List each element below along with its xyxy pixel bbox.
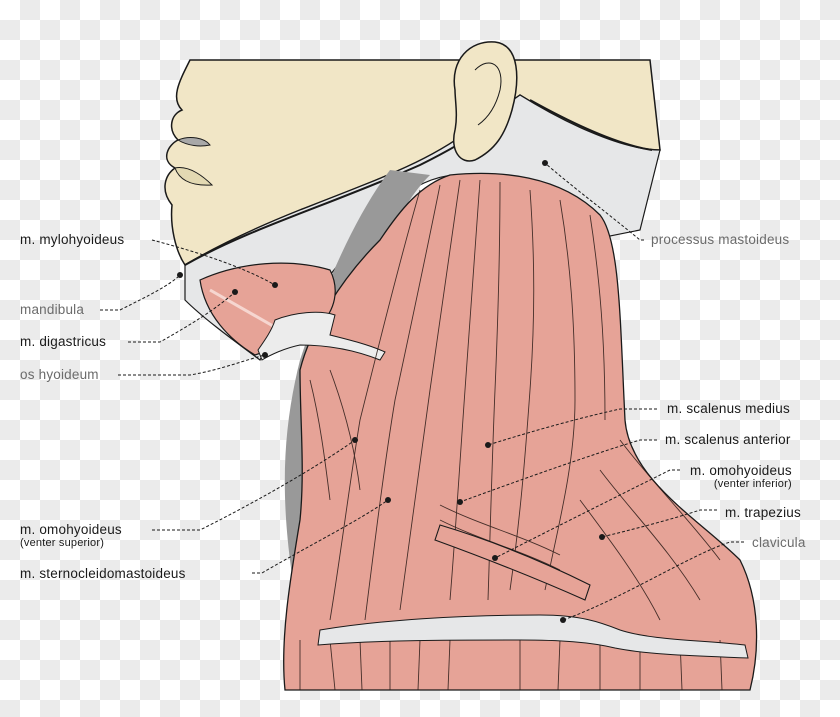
label-omohyoideus-inferior-main: m. omohyoideus (690, 463, 792, 478)
label-sternocleidomastoideus: m. sternocleidomastoideus (20, 566, 186, 581)
clavicle (317, 614, 749, 659)
hyoid-bone (257, 311, 386, 361)
label-scalenus-anterior: m. scalenus anterior (665, 432, 791, 447)
label-trapezius: m. trapezius (725, 505, 801, 520)
label-scalenus-medius: m. scalenus medius (667, 401, 790, 416)
muscle-mass (283, 172, 758, 691)
label-mandibula: mandibula (20, 302, 85, 317)
label-omohyoideus-inferior-sub: (venter inferior) (713, 478, 792, 490)
label-omohyoideus-inferior: m. omohyoideus (venter inferior) (690, 463, 792, 490)
label-clavicula: clavicula (752, 535, 806, 550)
label-omohyoideus-superior-sub: (venter superior) (20, 537, 105, 549)
label-omohyoideus-superior-main: m. omohyoideus (20, 522, 122, 537)
label-processus-mastoideus: processus mastoideus (651, 232, 790, 247)
label-mylohyoideus: m. mylohyoideus (20, 232, 125, 247)
label-os-hyoideum: os hyoideum (20, 367, 99, 382)
label-omohyoideus-superior: m. omohyoideus (venter superior) (20, 522, 122, 549)
label-digastricus: m. digastricus (20, 334, 107, 349)
ear (453, 41, 518, 162)
